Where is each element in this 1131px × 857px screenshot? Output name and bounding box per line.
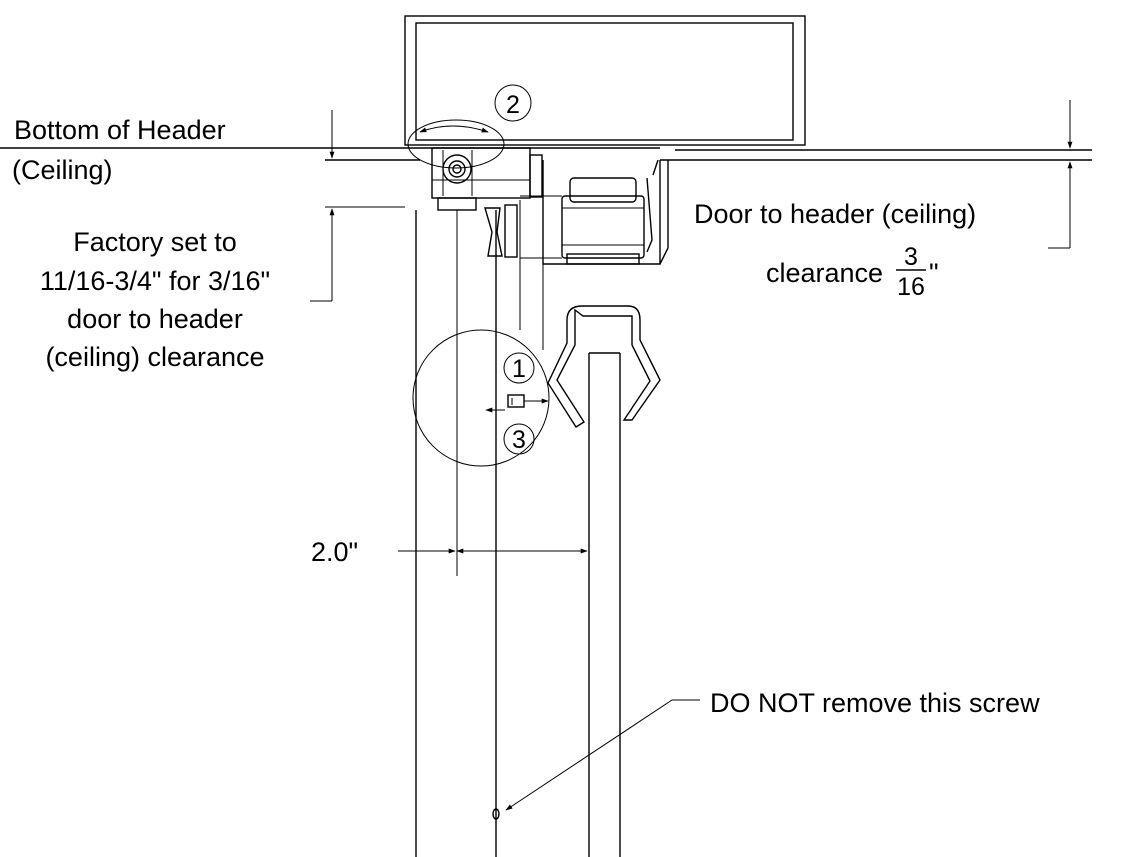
do-not-remove-label: DO NOT remove this screw [710, 688, 1040, 718]
clearance-denominator: 16 [897, 273, 925, 301]
bottom-of-header-label: Bottom of Header [14, 115, 226, 145]
clearance-numerator: 3 [904, 243, 918, 271]
factory-set-line-3: door to header [67, 304, 243, 334]
callout-1: 1 [503, 352, 535, 384]
callout-2: 2 [407, 84, 532, 169]
header-beam [404, 15, 806, 146]
screw-leader [492, 699, 700, 820]
ceiling-label: (Ceiling) [12, 155, 113, 185]
callout-2-label: 2 [506, 91, 520, 119]
factory-set-line-2: 11/16-3/4" for 3/16" [40, 266, 270, 296]
header-dimension-arrows [310, 110, 405, 302]
door-panels [415, 200, 621, 857]
clearance-prefix: clearance [766, 258, 883, 288]
ceiling-line [0, 147, 1092, 161]
adjustment-screw [485, 394, 549, 413]
floor-guide-shoe [547, 305, 661, 428]
roller-hanger [431, 147, 543, 258]
callout-1-label: 1 [512, 355, 526, 383]
clearance-dimension-arrows [1048, 100, 1073, 249]
clearance-value: clearance 3 16 " [766, 243, 939, 301]
factory-set-line-4: (ceiling) clearance [45, 342, 264, 372]
clearance-unit: " [929, 258, 939, 288]
callout-3-label: 3 [512, 426, 526, 454]
detail-circle [412, 329, 550, 467]
factory-set-note: Factory set to 11/16-3/4" for 3/16" door… [40, 227, 270, 372]
width-dimension-label: 2.0" [311, 537, 358, 567]
callout-3: 3 [503, 423, 535, 455]
track-assembly [520, 159, 669, 265]
door-to-header-label: Door to header (ceiling) [694, 199, 976, 229]
factory-set-line-1: Factory set to [73, 227, 237, 257]
